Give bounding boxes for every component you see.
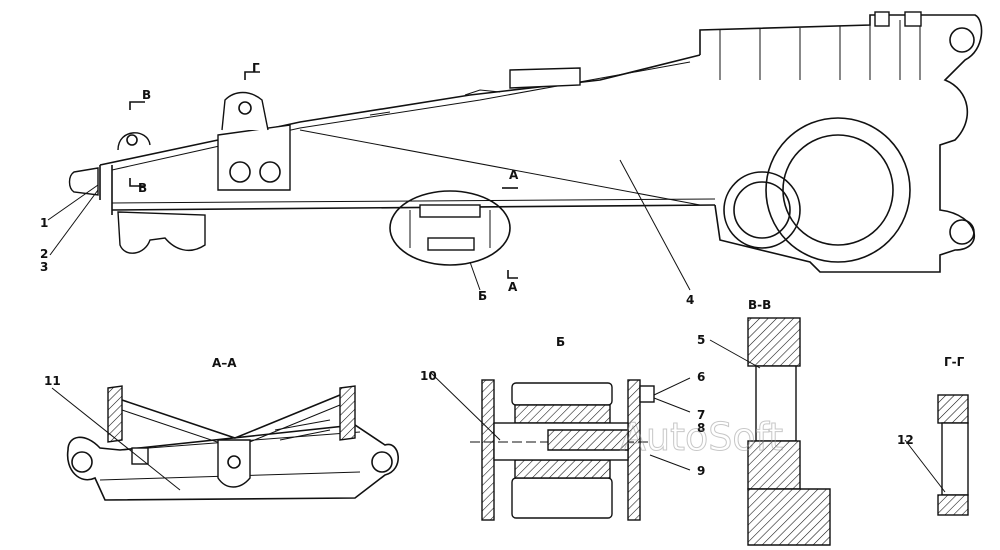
title-view-b: Б (556, 335, 565, 349)
watermark: AutoSoft (620, 415, 783, 459)
part-2: 2 (40, 247, 48, 261)
main-arm (47, 11, 983, 291)
part-8: 8 (697, 421, 705, 435)
part-6: 6 (697, 370, 705, 384)
part-7: 7 (697, 408, 705, 422)
part-9: 9 (697, 464, 705, 478)
part-3: 3 (40, 260, 48, 274)
section-gg (904, 394, 969, 516)
part-5: 5 (697, 333, 705, 347)
view-b (429, 371, 691, 521)
labels: В В Г A A Б А–А Б В-В Г-Г 1 2 3 4 5 6 7 … (40, 61, 965, 478)
part-11: 11 (44, 374, 61, 388)
section-vv (709, 317, 831, 546)
section-label-v-bottom: В (138, 181, 147, 195)
section-label-a-bottom: A (508, 280, 518, 294)
part-1: 1 (40, 216, 48, 230)
section-label-v-top: В (142, 88, 151, 102)
section-aa (51, 385, 399, 501)
section-label-g: Г (252, 61, 260, 75)
section-label-a-top: A (509, 168, 519, 182)
part-12: 12 (897, 433, 914, 447)
title-section-aa: А–А (212, 356, 237, 370)
part-10: 10 (420, 369, 437, 383)
view-label-b: Б (478, 289, 487, 303)
title-section-gg: Г-Г (944, 355, 965, 369)
part-4: 4 (686, 293, 694, 307)
title-section-vv: В-В (748, 298, 771, 312)
